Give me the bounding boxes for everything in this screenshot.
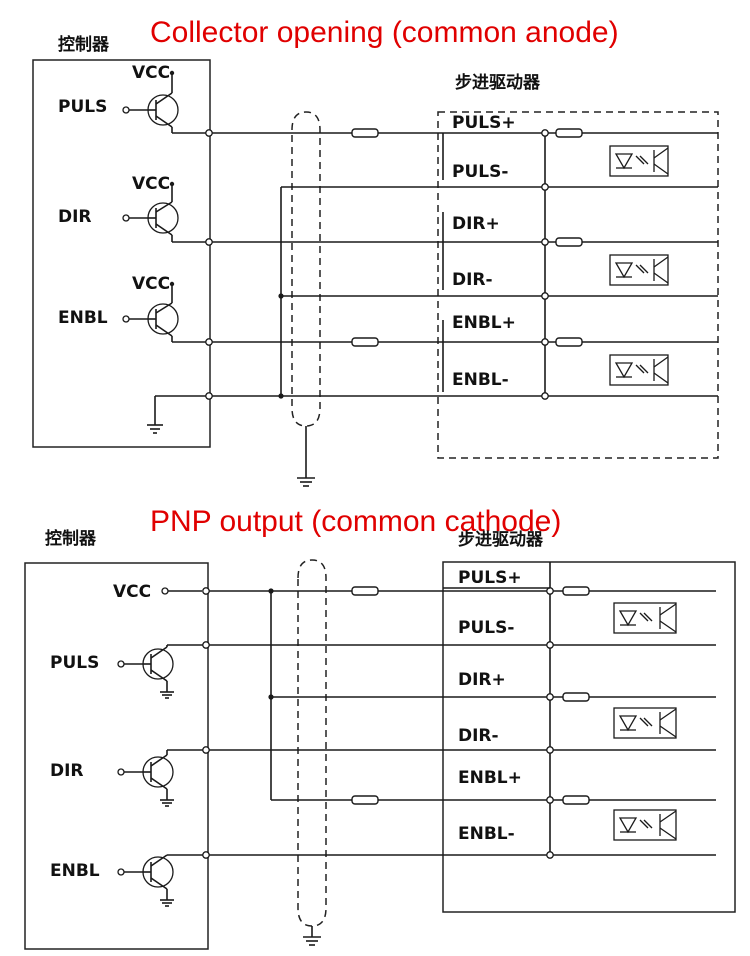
top-puls-terminal	[205, 129, 213, 137]
bottom-stage-puls: PULS	[50, 641, 716, 699]
optocoupler-icon	[609, 354, 669, 386]
top-controller-label: 控制器	[58, 34, 110, 55]
bottom-cable-shield	[297, 559, 327, 927]
bottom-signal-label: ENBL	[50, 861, 100, 881]
resistor-icon	[555, 337, 583, 347]
top-cable-shield	[291, 111, 321, 427]
bottom-signal-label: PULS	[50, 653, 99, 673]
bottom-diagram: PNP output (common cathode) 控制器 步进驱动器 VC…	[24, 505, 736, 950]
ground-icon	[160, 899, 174, 907]
resistor-icon	[351, 337, 379, 347]
bottom-pin-puls-plus: PULS+	[458, 568, 522, 588]
bottom-pin-enbl-plus: ENBL+	[458, 768, 522, 788]
bottom-controller-box	[24, 562, 209, 950]
bottom-signal-label: DIR	[50, 761, 84, 781]
top-pin-enbl-plus: ENBL+	[452, 313, 516, 333]
bottom-controller-label: 控制器	[45, 528, 97, 549]
bottom-driver-label: 步进驱动器	[458, 529, 544, 550]
resistor-icon	[555, 128, 583, 138]
optocoupler-icon	[613, 602, 677, 634]
optocoupler-icon	[609, 254, 669, 286]
top-diagram: Collector opening (common anode) 控制器 步进驱…	[32, 16, 719, 487]
bottom-driver-box	[442, 561, 736, 913]
top-input-terminal	[122, 106, 130, 114]
top-signal-label: DIR	[58, 207, 92, 227]
resistor-icon	[562, 586, 590, 596]
top-pin-enbl-minus: ENBL-	[452, 370, 509, 390]
top-signal-label: PULS	[58, 97, 107, 117]
top-shield-ground-icon	[297, 477, 315, 487]
optocoupler-icon	[613, 809, 677, 841]
top-stage-dir: VCC DIR	[58, 174, 718, 247]
top-title: Collector opening (common anode)	[150, 16, 619, 49]
bottom-pin-enbl-minus: ENBL-	[458, 824, 515, 844]
bottom-pin-dir-minus: DIR-	[458, 726, 499, 746]
top-controller-box	[32, 59, 211, 448]
ground-icon	[160, 799, 174, 807]
optocoupler-icon	[613, 707, 677, 739]
resistor-icon	[351, 795, 379, 805]
top-vcc-label: VCC	[132, 63, 170, 83]
bottom-stage-dir: DIR	[50, 746, 716, 807]
top-pin-dir-plus: DIR+	[452, 214, 500, 234]
bottom-stage-enbl: ENBL	[50, 851, 716, 907]
top-stage-enbl: VCC ENBL	[58, 274, 718, 347]
optocoupler-icon	[609, 145, 669, 177]
top-pin-dir-minus: DIR-	[452, 270, 493, 290]
resistor-icon	[562, 795, 590, 805]
ground-icon	[160, 691, 174, 699]
resistor-icon	[351, 128, 379, 138]
top-pin-puls-minus: PULS-	[452, 162, 508, 182]
ground-icon	[147, 424, 163, 434]
top-ground-line	[147, 392, 718, 434]
top-vcc-label: VCC	[132, 274, 170, 294]
top-signal-label: ENBL	[58, 308, 108, 328]
bottom-title: PNP output (common cathode)	[150, 505, 561, 538]
top-driver-label: 步进驱动器	[455, 72, 541, 93]
resistor-icon	[555, 237, 583, 247]
bottom-pin-puls-minus: PULS-	[458, 618, 514, 638]
top-pin-puls-plus: PULS+	[452, 113, 516, 133]
bottom-vcc-label: VCC	[113, 582, 151, 602]
resistor-icon	[351, 586, 379, 596]
bottom-shield-ground-icon	[303, 936, 321, 946]
top-stage-puls: VCC PULS	[58, 63, 718, 138]
resistor-icon	[562, 692, 590, 702]
top-vcc-label: VCC	[132, 174, 170, 194]
bottom-pin-dir-plus: DIR+	[458, 670, 506, 690]
